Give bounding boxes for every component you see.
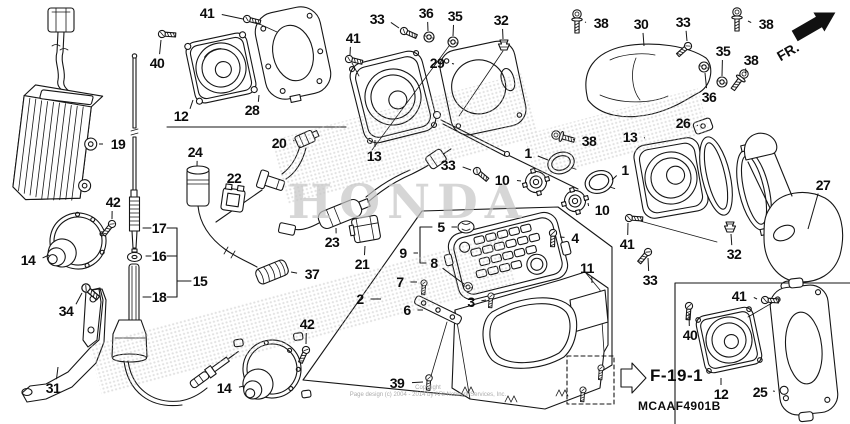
switch-21: [348, 214, 381, 244]
fr-label: FR.: [774, 39, 802, 64]
bracket-22: [220, 183, 246, 213]
speaker-12-front: [184, 31, 258, 105]
antenna-bracket-31: [21, 287, 107, 403]
speaker-14-left: [46, 211, 107, 270]
tweeter-garnish-1a: [544, 147, 578, 179]
tweeter-10a: [518, 164, 554, 200]
condenser-24: [186, 165, 258, 268]
speaker-bracket-25: [769, 277, 839, 423]
reference-label: F-19-1: [650, 366, 704, 385]
speaker-baffle-29: [439, 40, 527, 136]
amplifier-unit-19: [12, 7, 104, 201]
rear-panel-30: [585, 43, 712, 118]
speaker-13-right: [633, 137, 709, 219]
tweeter-garnish-1b: [581, 166, 617, 199]
copyright-line2: Page design (c) 2004 - 2014 by ARI Netwo…: [349, 392, 507, 398]
fr-direction-arrow: FR.: [774, 12, 836, 64]
speaker-14-bottom: [233, 332, 312, 400]
speaker-12-rear: [695, 306, 763, 374]
copyright-notice: Copyright Page design (c) 2004 - 2014 by…: [308, 385, 548, 399]
speaker-bracket-28: [254, 6, 332, 103]
clip-37: [255, 259, 289, 285]
reference-arrow-icon: [620, 362, 647, 394]
label-brackets: [142, 226, 433, 298]
copyright-line1: Copyright: [415, 385, 441, 391]
diagram-code: MCAAF4901B: [638, 399, 721, 413]
